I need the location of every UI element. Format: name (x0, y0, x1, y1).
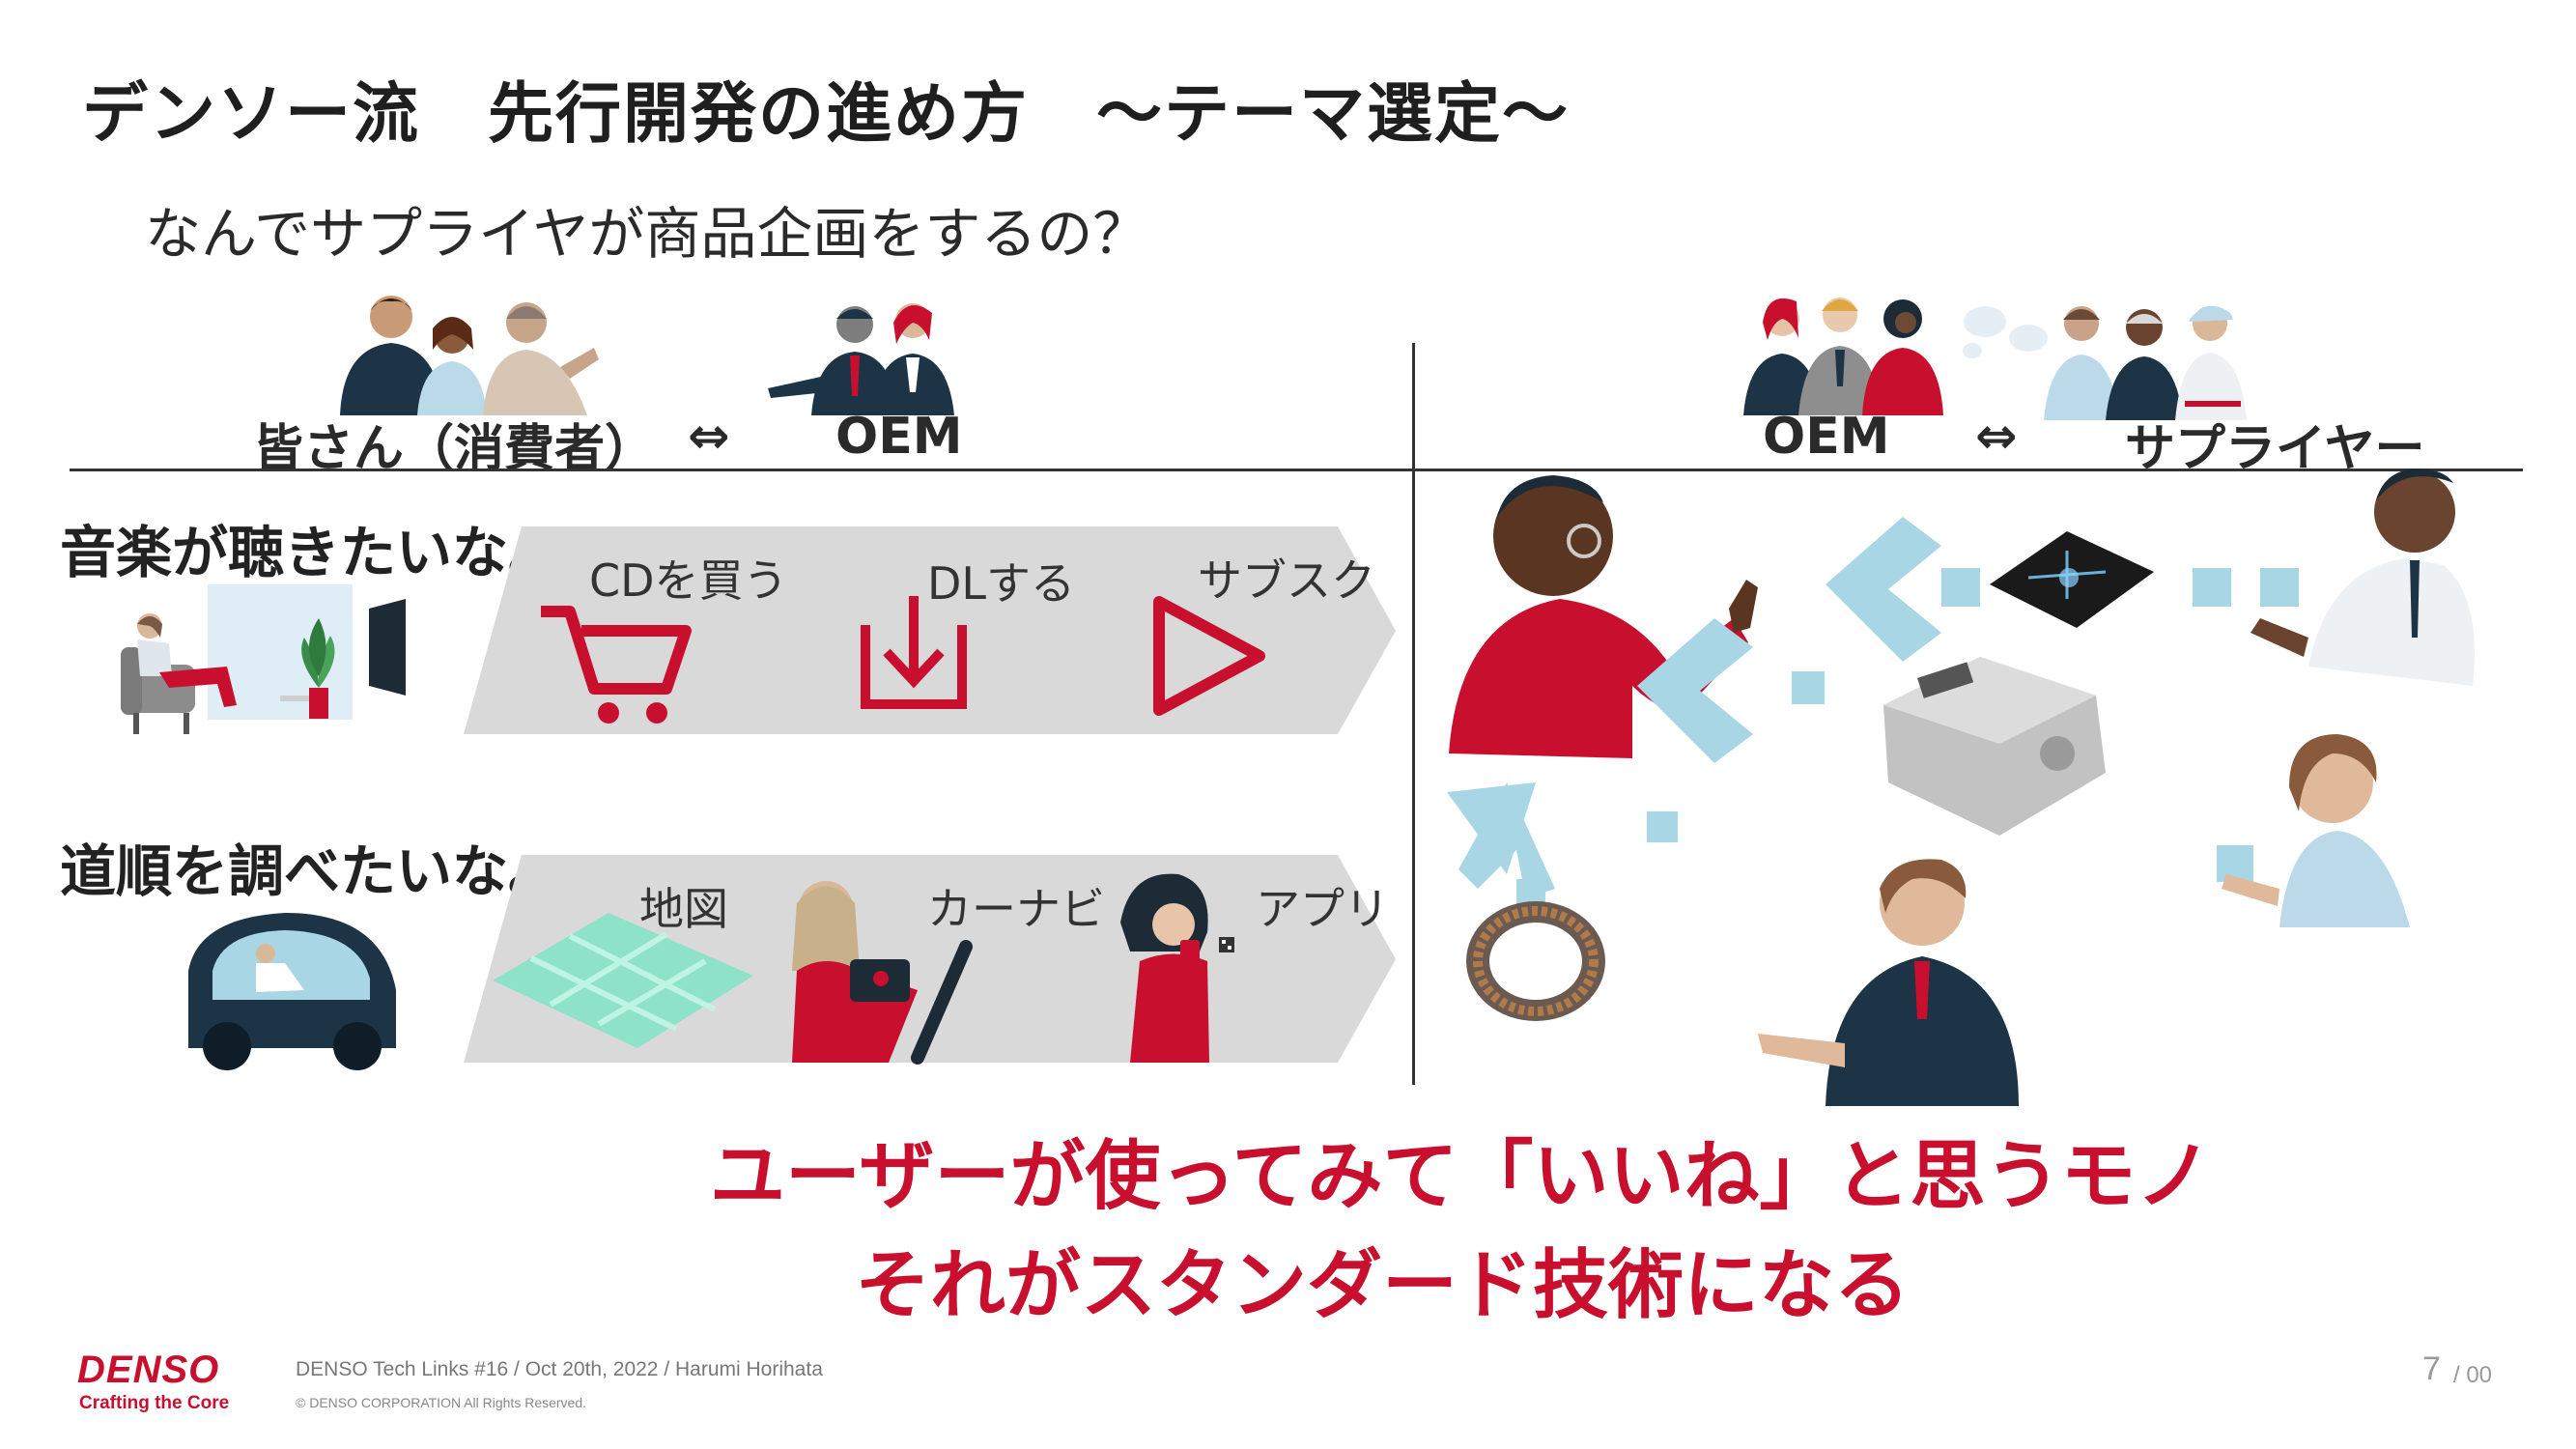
oem-group-person-2 (1798, 298, 1882, 415)
supplier-presenter-3 (1758, 859, 2019, 1106)
consumer-person-2 (417, 317, 487, 415)
event-info: DENSO Tech Links #16 / Oct 20th, 2022 / … (296, 1358, 823, 1380)
supplier-proposal-illustration (1447, 469, 2475, 1106)
step-map-label: 地図 (639, 883, 728, 935)
step-car-navigation-label: カーナビ (927, 883, 1105, 935)
semiconductor-chip-icon (1990, 531, 2154, 628)
oem-group-illustration (1743, 298, 1943, 415)
bidirectional-arrow-icon-right: ⇔ (1975, 408, 2018, 466)
navigation-evolution-chevrons (464, 855, 1396, 1065)
oem-label-left: OEM (835, 408, 963, 466)
plant-icon (301, 618, 335, 719)
oem-label-right: OEM (1763, 408, 1890, 466)
oem-illustration (768, 303, 954, 415)
download-icon (861, 596, 967, 709)
section-divider (1412, 343, 1415, 1085)
denso-tagline: Crafting the Core (79, 1393, 230, 1413)
supplier-person-1 (2044, 306, 2119, 420)
slide-subtitle: なんでサプライヤが商品企画をするの？ (145, 201, 1149, 267)
smartphone-app-icon (1120, 873, 1234, 1063)
page-number: 7 (2422, 1350, 2441, 1387)
step-app-label: アプリ (1256, 883, 1389, 935)
copyright-text: © DENSO CORPORATION All Rights Reserved. (296, 1395, 587, 1410)
chevron-dl (753, 526, 1106, 734)
consumer-person-1 (340, 296, 442, 415)
proposal-arrow-2 (1637, 618, 2253, 882)
cart-icon (541, 606, 692, 724)
motor-stator-icon (1466, 901, 1605, 1021)
key-message-line2: それがスタンダード技術になる (855, 1242, 1911, 1329)
slide-title: デンソー流 先行開発の進め方 ～テーマ選定～ (82, 76, 1571, 153)
bidirectional-arrow-icon: ⇔ (688, 408, 730, 466)
step-subscription-label: サブスク (1198, 554, 1375, 607)
supplier-person-3 (2175, 305, 2247, 420)
step-cd-label: CDを買う (589, 554, 788, 607)
page-total: / 00 (2453, 1362, 2493, 1388)
need-directions: 道順を調べたいな。 (60, 838, 565, 904)
step-dl-label: DLする (927, 557, 1076, 610)
proposal-arrow-1 (1826, 517, 2299, 662)
denso-logo: DENSO (77, 1349, 220, 1391)
speech-bubble-icon (1963, 306, 2048, 358)
consumer-person-3 (483, 302, 599, 415)
speaker-icon (369, 599, 406, 696)
music-evolution-chevrons (464, 526, 1396, 734)
map-icon (493, 913, 753, 1048)
car-navigation-icon (792, 881, 973, 1065)
consumers-illustration (340, 296, 599, 415)
oem-customer-person (1449, 475, 1758, 758)
play-icon (1153, 596, 1265, 716)
oem-group-person-3 (1862, 299, 1943, 415)
autonomous-car-illustration (188, 913, 396, 1070)
supplier-person-2 (2106, 309, 2183, 420)
supplier-presenter-2 (2222, 734, 2410, 927)
supplier-presenter-1 (2250, 469, 2475, 686)
header-divider (70, 469, 2523, 471)
key-message-line1: ユーザーが使ってみて「いいね」と思うモノ (710, 1133, 2212, 1220)
supplier-group-illustration (1963, 305, 2247, 420)
need-music: 音楽が聴きたいな。 (60, 520, 565, 585)
ecu-module-icon (1883, 657, 2106, 836)
oem-person-2 (871, 303, 954, 415)
listening-scene-illustration (121, 584, 406, 734)
